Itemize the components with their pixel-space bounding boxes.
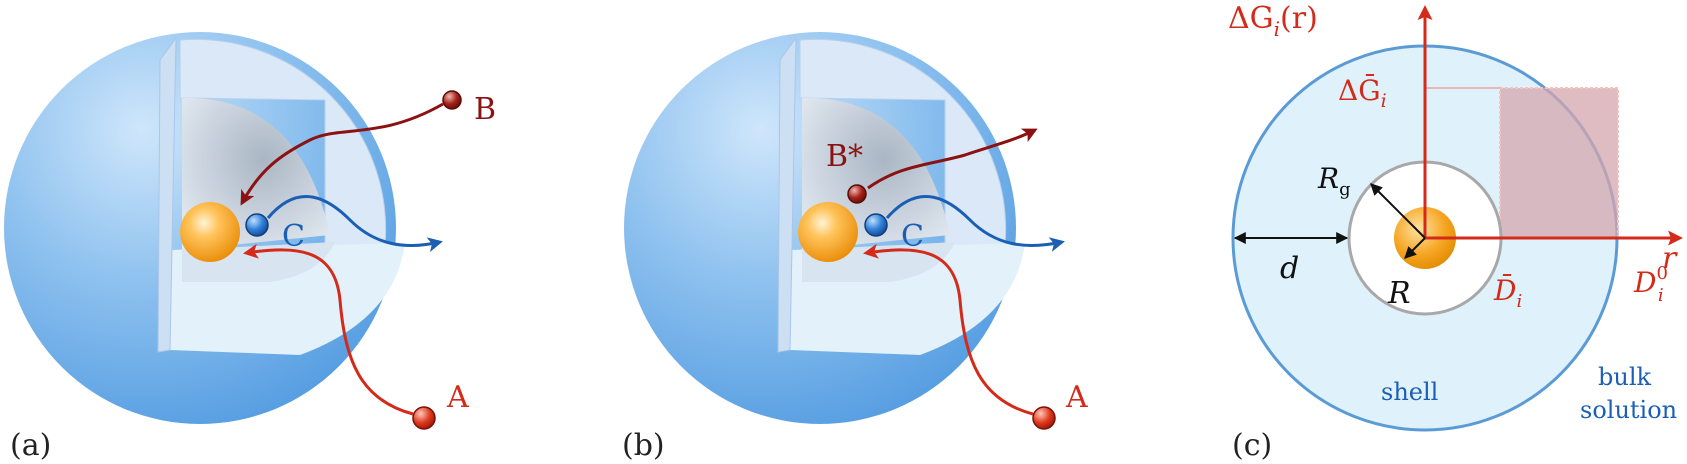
r-label: R [1387, 276, 1411, 311]
arrow-a [243, 243, 414, 416]
label-b-a: B [474, 92, 496, 127]
bead-b-star [847, 184, 867, 204]
cutaway-shell [799, 38, 1007, 249]
y-axis-label: ΔGi(r) [1228, 1, 1318, 41]
cutaway-shell [179, 38, 387, 249]
label-a-a: A [446, 380, 469, 415]
arrow-c [266, 195, 443, 252]
bead-a [1032, 406, 1056, 430]
label-a-b: A [1065, 380, 1088, 415]
caption-c: (c) [1232, 428, 1272, 463]
d-label: d [1280, 251, 1299, 286]
radius-rg-arrow [1370, 183, 1426, 239]
arrow-a [863, 243, 1034, 416]
core-particle [798, 202, 858, 262]
label-c-b: C [901, 219, 924, 254]
rg-label: Rg [1317, 162, 1351, 200]
bulk-label-line1: bulk [1598, 363, 1651, 391]
delta-g-bar [1500, 88, 1618, 238]
bulk-label-line2: solution [1580, 396, 1677, 424]
panel-a: B C A (a) [4, 32, 496, 463]
arrow-b-star [867, 128, 1038, 190]
slab-edge [157, 36, 177, 353]
caption-a: (a) [10, 428, 51, 463]
radius-r-arrow [1404, 237, 1426, 259]
label-b-star: B* [826, 139, 863, 174]
bead-a [412, 406, 436, 430]
label-c-a: C [282, 219, 305, 254]
dg-bar-label: ΔḠi [1338, 73, 1387, 112]
bead-c [864, 213, 888, 237]
bead-b [442, 90, 462, 110]
shell-label: shell [1381, 378, 1438, 406]
caption-b: (b) [622, 428, 665, 463]
panel-b: B* C A (b) [622, 32, 1088, 463]
core-particle [180, 202, 240, 262]
arrow-b [240, 102, 444, 206]
dbar-label: D̄i [1493, 273, 1522, 312]
bead-c [245, 213, 269, 237]
slab-edge [777, 36, 797, 353]
arrow-c [885, 195, 1065, 252]
x-axis-label: r [1662, 241, 1678, 276]
